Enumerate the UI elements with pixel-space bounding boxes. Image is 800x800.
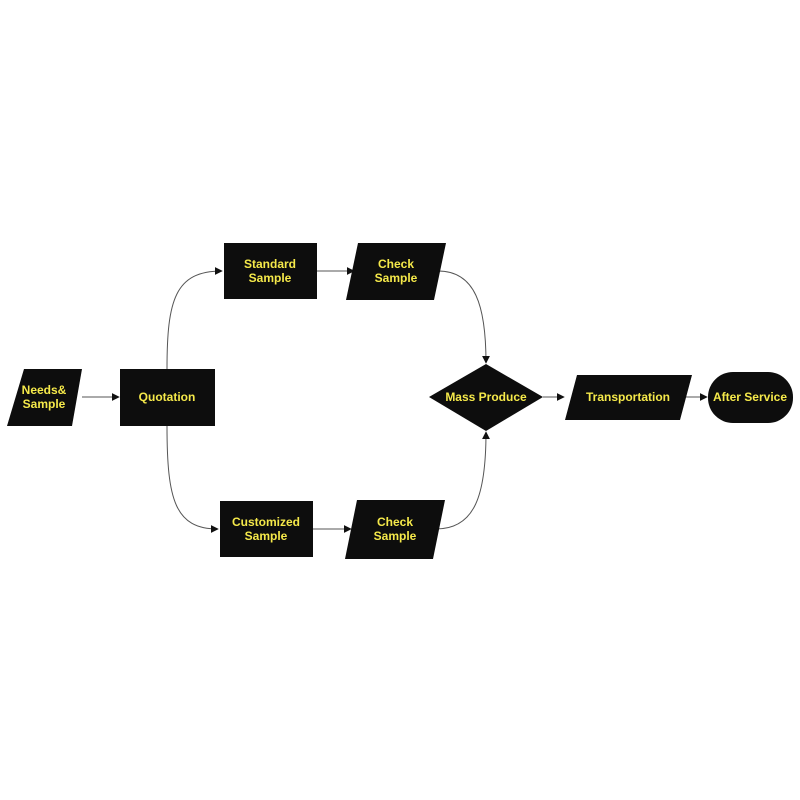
label-line: Quotation [139, 390, 196, 404]
quotation-label: Quotation [139, 390, 196, 404]
needs-sample-label: Needs&Sample [22, 383, 67, 411]
label-line: Sample [374, 529, 417, 543]
label-line: Sample [249, 271, 292, 285]
mass-produce-shape [429, 364, 543, 431]
standard-sample-shape [224, 243, 317, 299]
label-line: Check [378, 257, 414, 271]
mass-produce-label: Mass Produce [445, 390, 527, 404]
check-sample-top-shape [346, 243, 446, 300]
label-line: Standard [244, 257, 296, 271]
customized-sample-shape [220, 501, 313, 557]
label-line: Sample [23, 397, 66, 411]
after-service-shape [708, 372, 793, 423]
label-line: Sample [375, 271, 418, 285]
label-line: Needs& [22, 383, 67, 397]
node-mass-produce[interactable]: Mass Produce [429, 364, 543, 431]
label-line: Customized [232, 515, 300, 529]
edges [82, 267, 708, 533]
node-transportation[interactable]: Transportation [565, 375, 692, 420]
node-needs-sample[interactable]: Needs&Sample [7, 369, 82, 426]
after-service-label: After Service [713, 390, 787, 404]
label-line: After Service [713, 390, 787, 404]
edge-quotation-to-standard-sample [166, 267, 223, 370]
quotation-shape [120, 369, 215, 426]
transportation-label: Transportation [586, 390, 670, 404]
label-line: Transportation [586, 390, 670, 404]
edge-quotation-to-customized-sample [166, 425, 219, 533]
edge-check-bottom-to-mass-produce [435, 431, 490, 530]
label-line: Check [377, 515, 413, 529]
node-quotation[interactable]: Quotation [120, 369, 215, 426]
label-line: Sample [245, 529, 288, 543]
edge-check-top-to-mass-produce [437, 270, 490, 364]
node-after-service[interactable]: After Service [708, 372, 793, 423]
transportation-shape [565, 375, 692, 420]
label-line: Mass Produce [445, 390, 527, 404]
needs-sample-shape [7, 369, 82, 426]
check-sample-bottom-shape [345, 500, 445, 559]
